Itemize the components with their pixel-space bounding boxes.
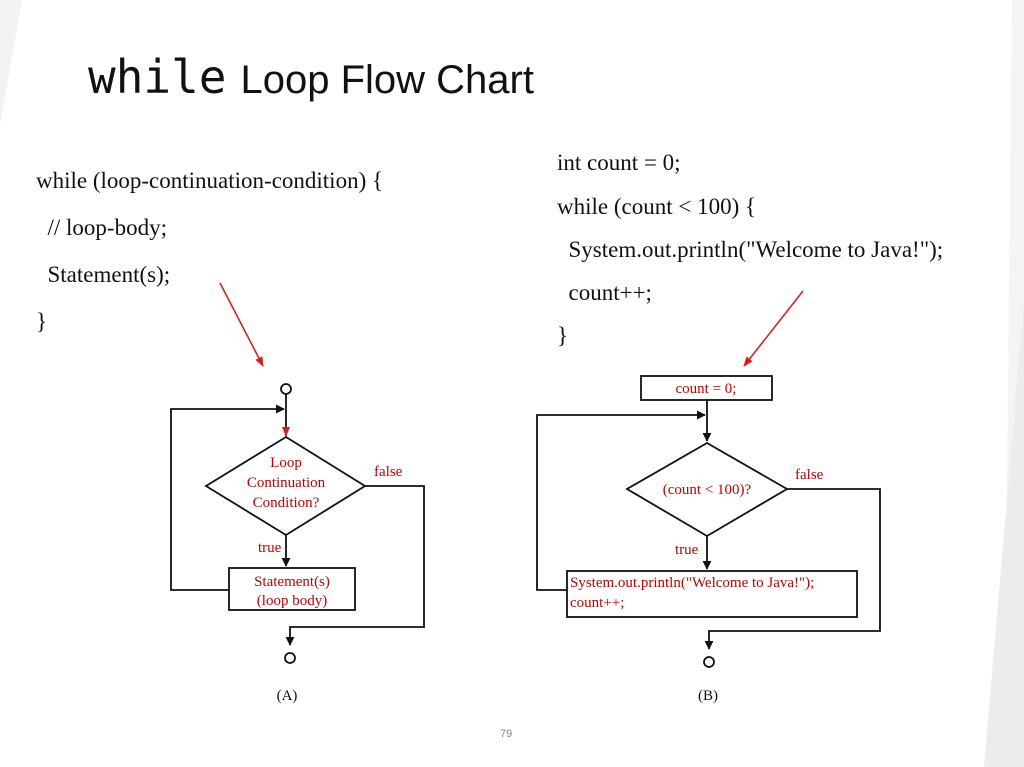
slide-decoration-right <box>984 0 1024 767</box>
caption-a: (A) <box>277 688 298 704</box>
end-node <box>703 656 715 668</box>
true-label: true <box>258 540 282 556</box>
start-node <box>280 383 292 395</box>
init-text: count = 0; <box>676 381 737 397</box>
condition-line-1: Loop <box>270 455 302 471</box>
code-line: System.out.println("Welcome to Java!"); <box>557 237 944 262</box>
false-label: false <box>374 464 403 480</box>
slide-decoration-left <box>0 0 22 125</box>
flowchart-a <box>170 383 425 664</box>
code-line: Statement(s); <box>36 262 171 287</box>
loop-body-box <box>566 570 858 618</box>
code-line: } <box>557 323 569 348</box>
body-line-1: Statement(s) <box>254 574 330 590</box>
pointer-arrow-b <box>743 290 804 367</box>
body-line-2: (loop body) <box>257 593 327 609</box>
code-line: // loop-body; <box>36 215 167 240</box>
true-label: true <box>675 542 699 558</box>
condition-text: (count < 100)? <box>663 482 752 498</box>
condition-line-3: Condition? <box>253 495 320 511</box>
code-line: count++; <box>557 280 652 305</box>
flowchart-b <box>536 375 881 668</box>
title-keyword: while <box>88 50 227 104</box>
condition-line-2: Continuation <box>247 475 326 491</box>
code-line: while (loop-continuation-condition) { <box>36 168 384 193</box>
slide-title: while Loop Flow Chart <box>88 50 534 110</box>
code-line: } <box>36 309 48 334</box>
body-line-2: count++; <box>570 595 624 611</box>
title-text: Loop Flow Chart <box>240 58 534 102</box>
page-number: 79 <box>500 728 513 740</box>
code-line: int count = 0; <box>557 150 681 175</box>
pointer-arrow-a <box>219 282 264 367</box>
caption-b: (B) <box>698 688 718 704</box>
loop-body-box <box>228 567 356 611</box>
end-node <box>284 652 296 664</box>
false-label: false <box>795 467 824 483</box>
body-line-1: System.out.println("Welcome to Java!"); <box>570 575 814 591</box>
code-line: while (count < 100) { <box>557 194 757 219</box>
